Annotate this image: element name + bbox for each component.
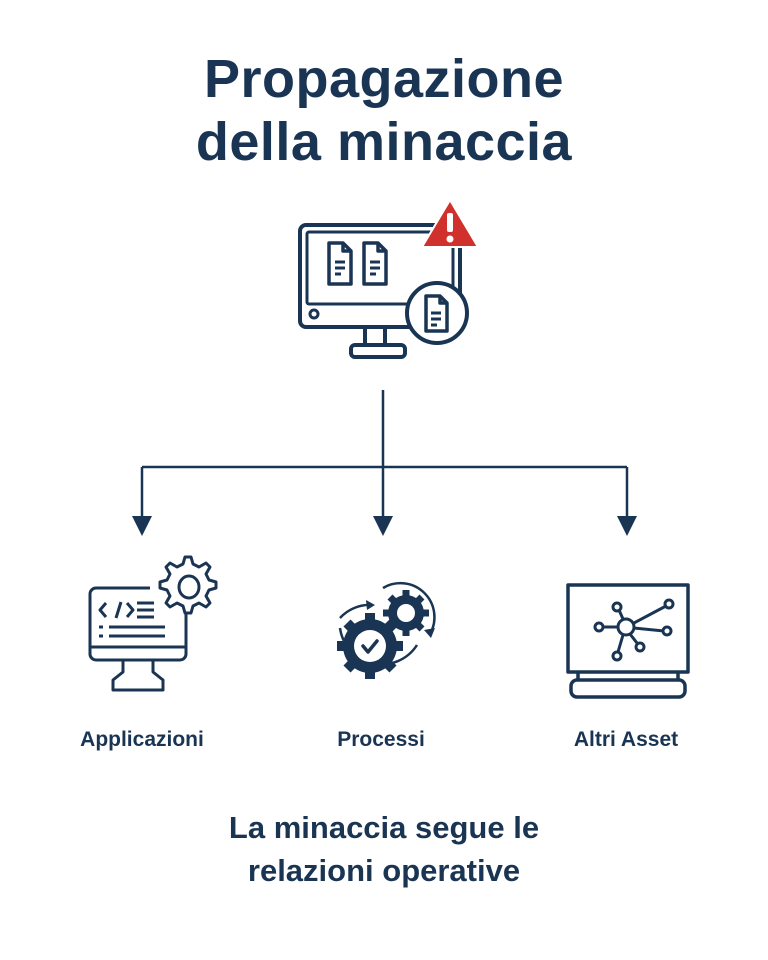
monitor-network-icon — [566, 583, 690, 699]
page-title: Propagazione della minaccia — [0, 48, 768, 174]
footer-caption: La minaccia segue le relazioni operative — [0, 806, 768, 892]
warning-icon — [421, 199, 479, 248]
footer-line-1: La minaccia segue le — [228, 810, 540, 845]
monitor-code-gear-icon — [88, 555, 218, 692]
target-label-processi: Processi — [337, 728, 425, 751]
target-label-altri-asset: Altri Asset — [573, 728, 679, 751]
title-line-1: Propagazione — [203, 49, 565, 109]
title-line-2: della minaccia — [195, 112, 573, 172]
monitor-documents-warning-icon — [298, 223, 469, 359]
gears-cycle-check-icon — [337, 581, 436, 679]
connector-lines — [132, 390, 637, 536]
footer-line-2: relazioni operative — [247, 853, 521, 888]
target-label-applicazioni: Applicazioni — [80, 728, 204, 751]
